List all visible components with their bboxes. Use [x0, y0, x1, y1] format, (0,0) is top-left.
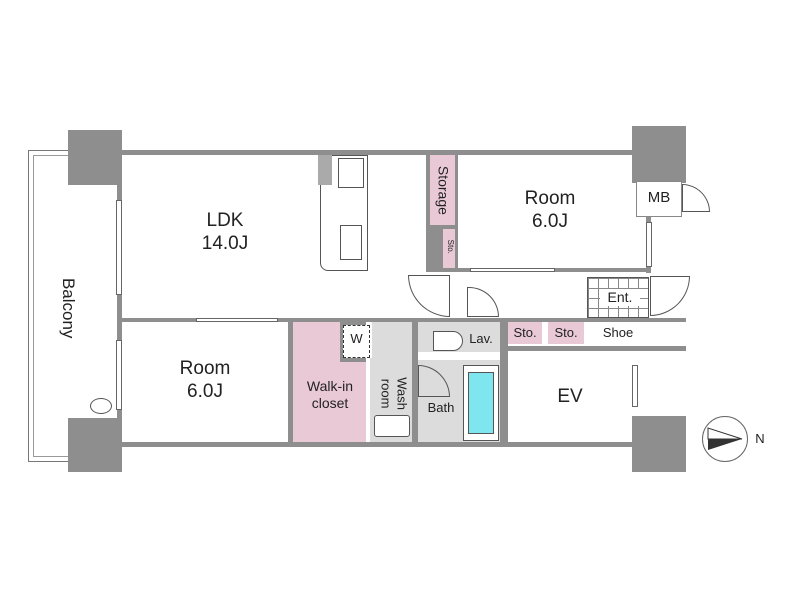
- washer-space: [343, 325, 370, 358]
- entrance-door[interactable]: [650, 276, 690, 316]
- washer-label: W: [350, 331, 363, 346]
- washbasin: [374, 415, 410, 437]
- ev-label: EV: [557, 386, 583, 407]
- door: [408, 275, 450, 317]
- bath-label: Bath: [427, 400, 455, 415]
- sto2-label: Sto.: [554, 325, 578, 340]
- pillar: [68, 418, 122, 472]
- door: [682, 184, 710, 212]
- toilet-icon: [433, 331, 463, 351]
- pillar: [632, 416, 686, 472]
- lav-label: Lav.: [469, 331, 493, 346]
- small-storage: [443, 229, 455, 268]
- balcony-label: Balcony: [59, 277, 79, 339]
- balcony: [28, 150, 70, 462]
- storage-label: Storage: [435, 165, 452, 215]
- stove-icon: [338, 158, 364, 188]
- shoe-label: Shoe: [602, 325, 634, 340]
- walk-in-label: Walk-in closet: [306, 378, 354, 411]
- sto-small-label: Sto.: [445, 239, 455, 254]
- storage: [430, 155, 455, 225]
- compass-arrow-icon: [707, 427, 743, 450]
- kitchen-counter: [320, 155, 368, 271]
- door: [467, 287, 499, 317]
- sink-icon: [340, 225, 362, 260]
- sto1-label: Sto.: [513, 325, 537, 340]
- storage-1: [508, 322, 542, 344]
- shoe-box: [590, 322, 646, 344]
- mb-box: [636, 181, 682, 217]
- vent: [318, 155, 332, 185]
- pillar: [68, 130, 122, 185]
- outdoor-unit: [90, 398, 112, 414]
- pillar: [632, 126, 686, 183]
- compass-icon: [702, 416, 748, 462]
- ent-label: Ent.: [600, 289, 640, 306]
- mb-label: MB: [647, 189, 671, 206]
- compass-label: N: [755, 431, 765, 446]
- storage-2: [548, 322, 584, 344]
